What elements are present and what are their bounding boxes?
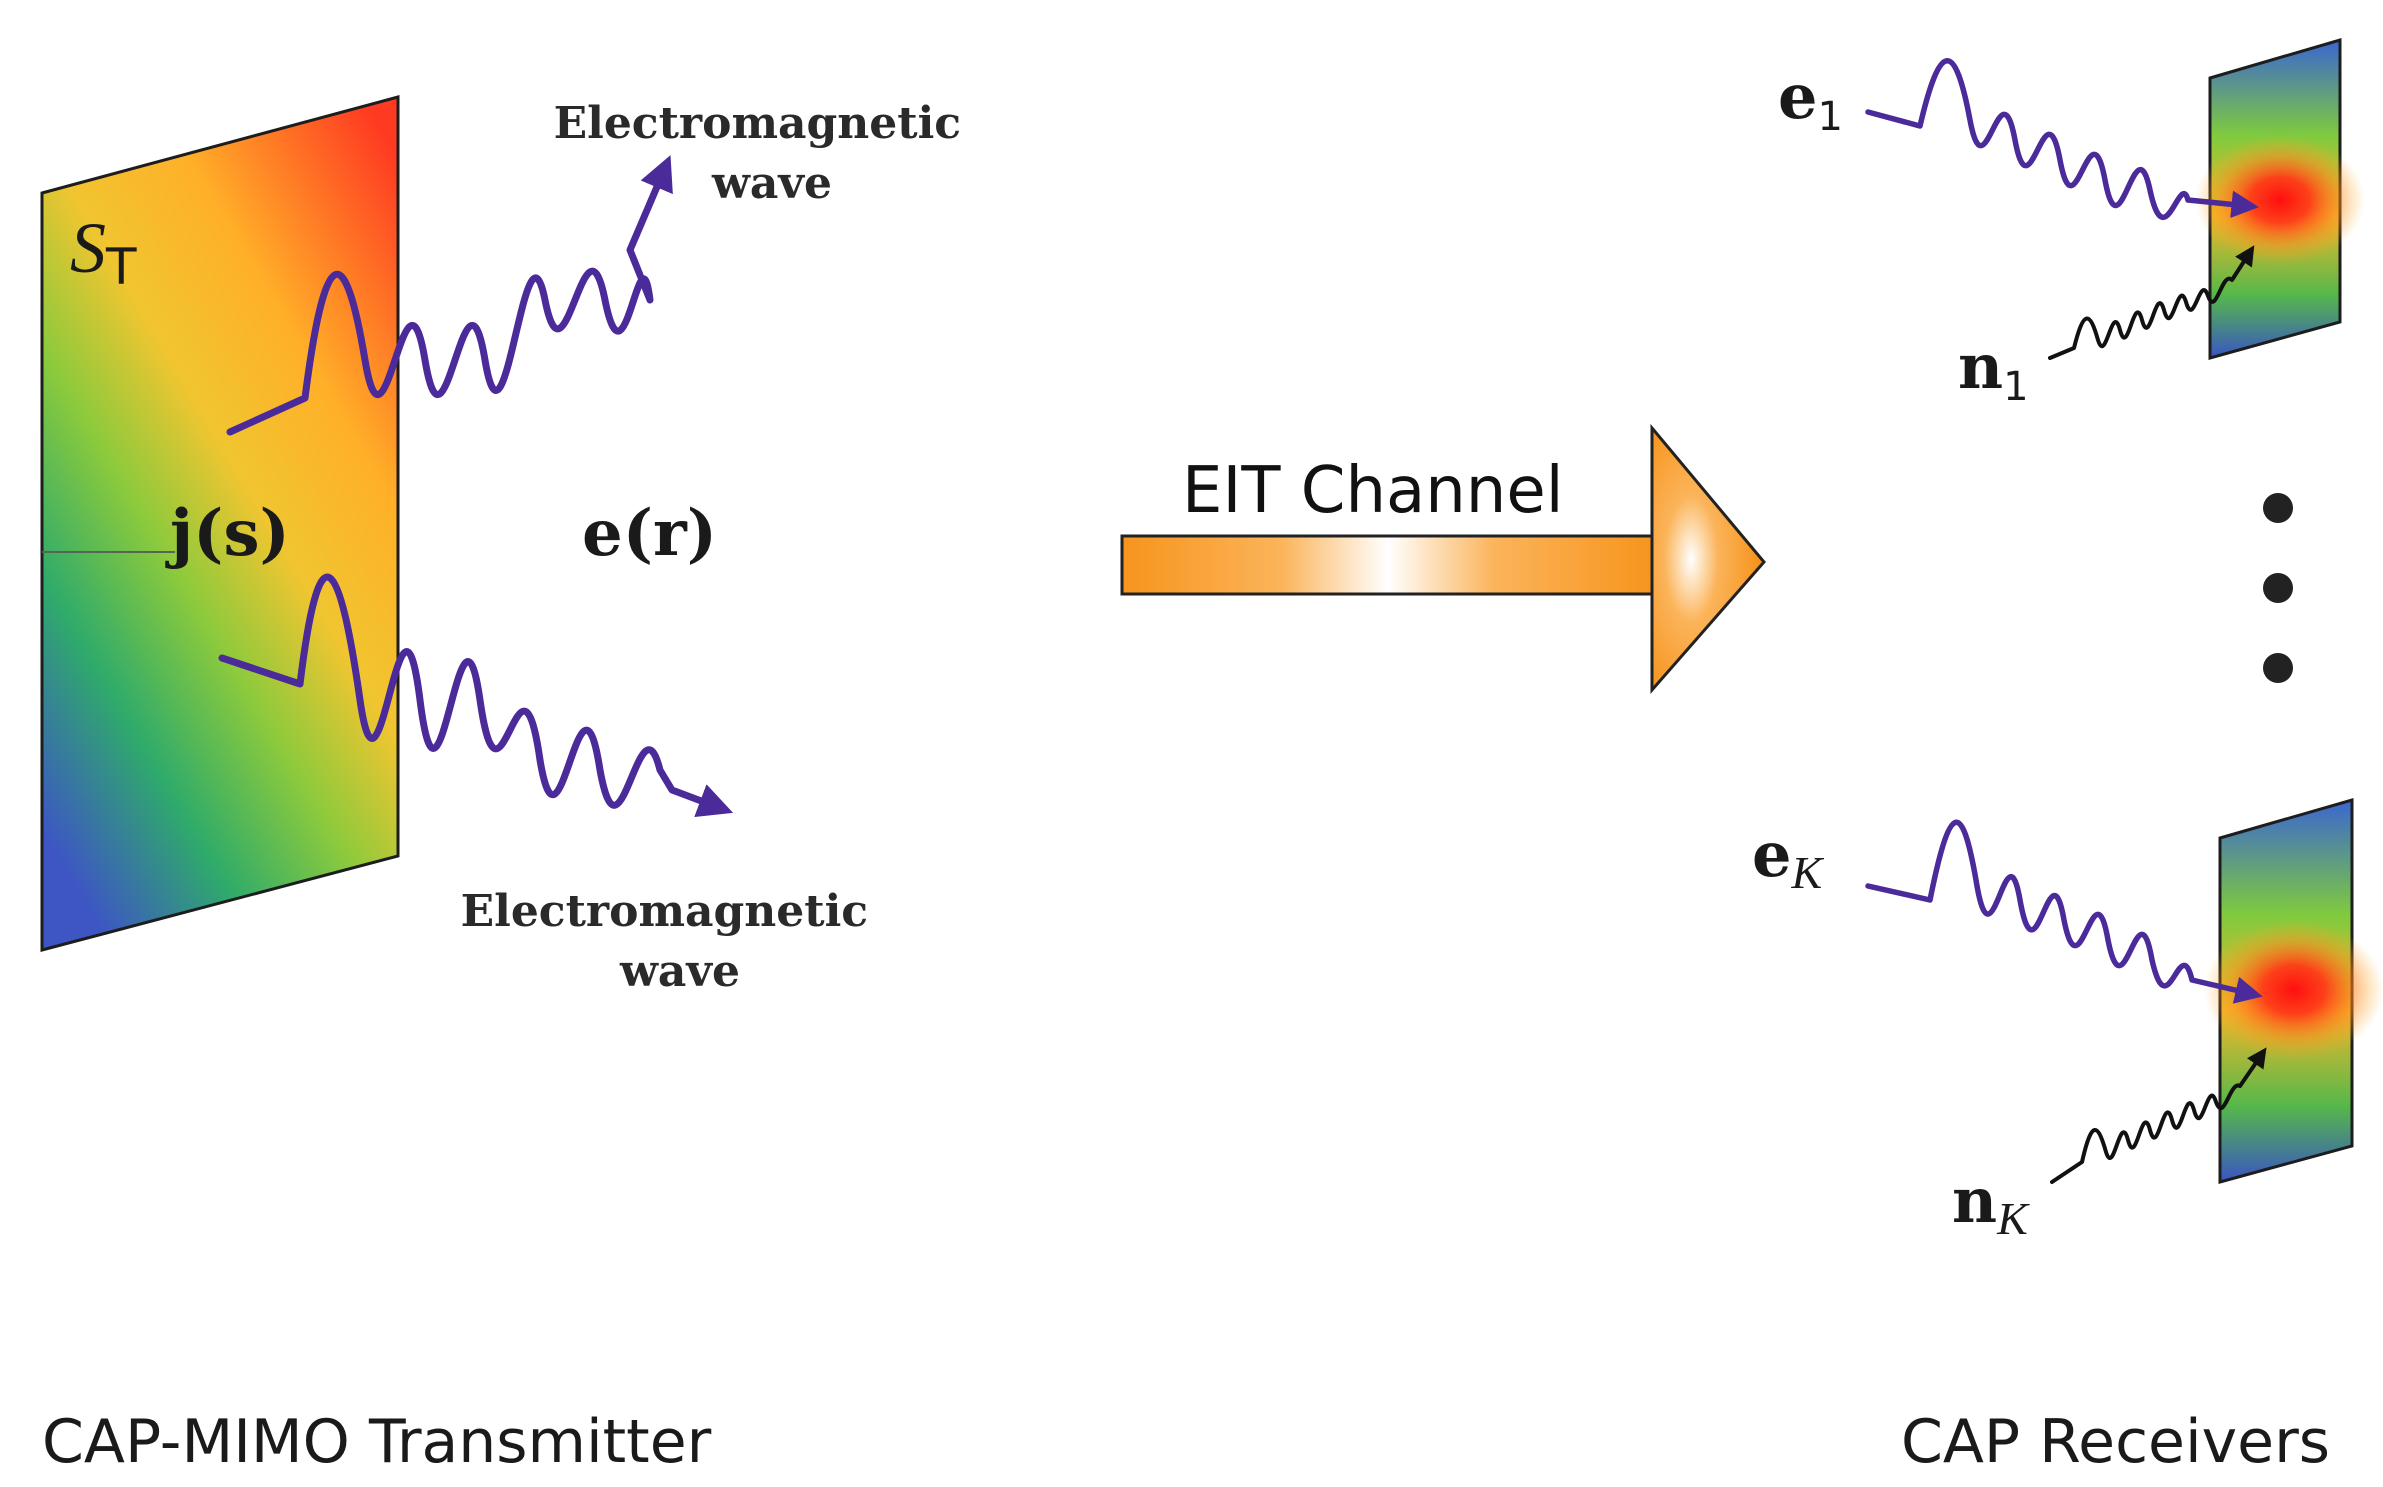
receiver-k-signal-label: eK xyxy=(1752,818,1824,898)
receiver-1-hotspot xyxy=(2195,135,2365,265)
wave-label-bottom: Electromagnetic wave xyxy=(461,886,884,997)
surface-label: ST xyxy=(70,208,137,296)
channel-arrow-head xyxy=(1650,423,1766,694)
receiver-k-signal-wave xyxy=(1865,819,2263,1004)
receiver-1-noise-wave xyxy=(2048,245,2255,360)
transmitter-wave-top xyxy=(226,155,673,436)
receiver-ellipsis-dot xyxy=(2263,573,2293,603)
receiver-1: e1 n1 xyxy=(1778,37,2365,410)
receiver-1-noise-label: n1 xyxy=(1958,330,2029,410)
receiver-1-signal-label: e1 xyxy=(1778,60,1843,140)
current-label: j(s) xyxy=(165,496,290,571)
channel-arrow-body xyxy=(1120,534,1656,596)
receiver-1-signal-wave xyxy=(1865,58,2259,221)
channel-label: EIT Channel xyxy=(1182,454,1564,528)
receivers-caption: CAP Receivers xyxy=(1901,1407,2330,1477)
receiver-ellipsis-dot xyxy=(2263,493,2293,523)
transmitter-caption: CAP-MIMO Transmitter xyxy=(42,1407,712,1477)
receiver-k-hotspot xyxy=(2204,920,2383,1060)
receiver-k-noise-wave xyxy=(2050,1047,2267,1184)
field-label: e(r) xyxy=(582,496,717,571)
receivers: e1 n1 eK nK CAP Receivers xyxy=(1752,37,2383,1477)
transmitter-wave-bottom xyxy=(218,573,734,818)
transmitter: ST j(s) e(r) Electromagnetic wave Electr… xyxy=(40,95,977,1477)
transmitter-surface xyxy=(40,95,400,952)
receiver-k-noise-label: nK xyxy=(1952,1164,2030,1244)
receiver-ellipsis-dot xyxy=(2263,653,2293,683)
eit-channel: EIT Channel xyxy=(1120,423,1766,694)
wave-label-top: Electromagnetic wave xyxy=(554,98,977,209)
receiver-k: eK nK xyxy=(1752,798,2383,1244)
